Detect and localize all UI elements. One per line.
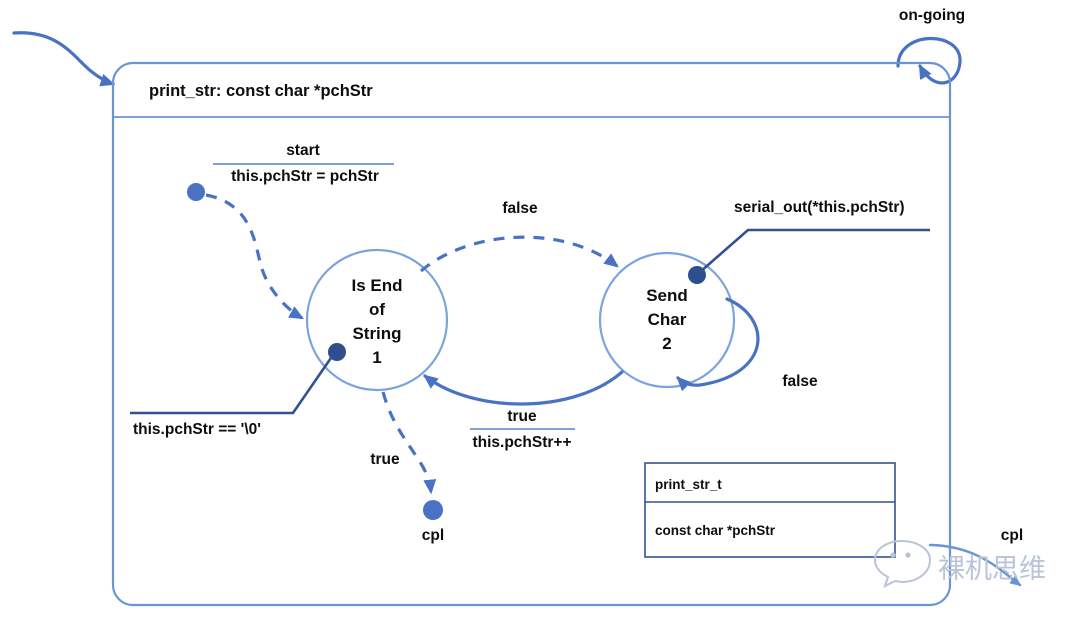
watermark: 裸机思维 <box>873 539 1046 588</box>
s1-to-s2-edge <box>419 235 619 273</box>
s1-to-cpl-edge <box>381 391 437 495</box>
state-2-line-1: Char <box>648 310 687 329</box>
start-action-label: this.pchStr = pchStr <box>231 168 379 185</box>
state-2-line-2: 2 <box>662 334 671 353</box>
class-box-member-0: const char *pchStr <box>655 523 776 538</box>
cpl-terminal-label: cpl <box>422 527 444 544</box>
start-event-label: start <box>286 142 320 159</box>
s2-to-s1-event-label: true <box>507 408 537 425</box>
state-1-line-3: 1 <box>372 348 381 367</box>
state-2-line-0: Send <box>646 286 688 305</box>
s2-to-s1-edge <box>423 370 624 406</box>
wechat-icon <box>873 539 932 588</box>
wechat-icon-eye-left <box>890 552 896 558</box>
class-box <box>644 462 896 558</box>
watermark-text: 裸机思维 <box>938 554 1046 585</box>
s1-guard-label: this.pchStr == '\0' <box>133 421 261 438</box>
state-1-line-1: of <box>369 300 385 319</box>
entry-arrow <box>12 31 116 87</box>
state-circle-1[interactable] <box>305 248 449 392</box>
cpl-exit-arrow <box>928 543 1022 587</box>
s1-guard-leader <box>130 354 335 415</box>
s1-to-cpl-guard-label: true <box>370 451 400 468</box>
cpl-exit-label: cpl <box>1001 527 1023 544</box>
state-circle-2[interactable] <box>598 251 736 389</box>
s2-to-s1-action-label: this.pchStr++ <box>472 434 571 451</box>
state-1-line-0: Is End <box>351 276 402 295</box>
ongoing-self-loop <box>896 36 962 85</box>
s1-to-s2-guard-label: false <box>502 200 538 217</box>
s2-self-loop <box>676 297 760 392</box>
container-title: print_str: const char *pchStr <box>149 82 373 100</box>
container-outline <box>111 61 952 607</box>
s2-action-leader <box>699 228 930 273</box>
start-transition-edge <box>205 193 305 320</box>
ongoing-label: on-going <box>899 7 965 24</box>
s2-self-guard-label: false <box>782 373 818 390</box>
state-1-line-2: String <box>352 324 401 343</box>
wechat-icon-eye-right <box>905 552 911 558</box>
s2-action-label: serial_out(*this.pchStr) <box>734 199 905 216</box>
class-box-name: print_str_t <box>655 477 722 492</box>
start-dot <box>187 183 205 201</box>
cpl-terminal-dot <box>423 500 443 520</box>
